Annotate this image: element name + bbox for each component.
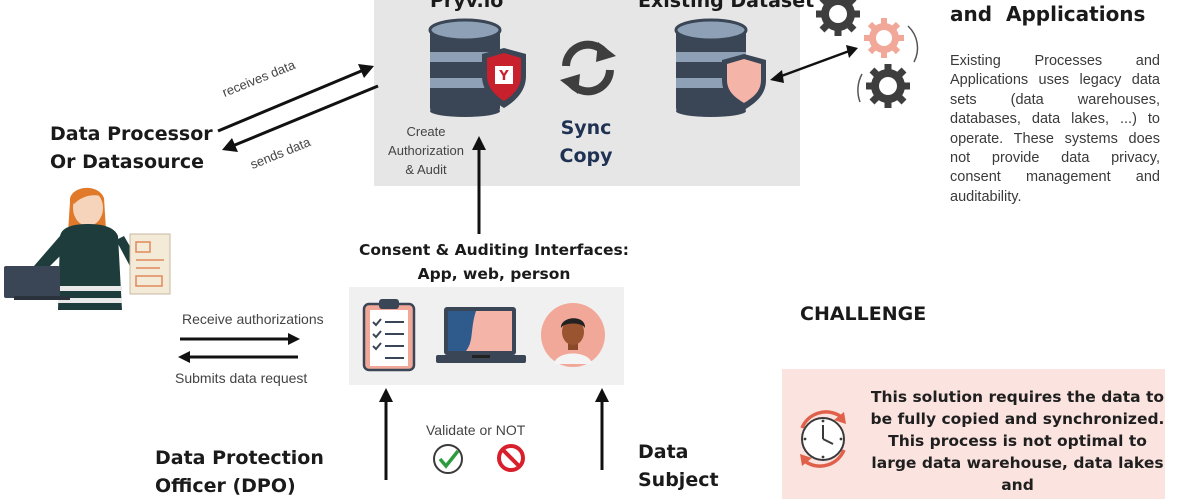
title-line: Data [638,441,689,463]
pryv-title: Pryv.io [430,0,504,12]
request-arrows [178,333,300,363]
create-authorization-caption: Create Authorization & Audit [378,122,474,179]
check-circle-icon [433,444,463,474]
title-line: Data Protection [155,447,324,469]
person-avatar-icon [541,303,605,367]
bidirectional-arrow [770,45,858,83]
caption-line: & Audit [405,162,447,177]
existing-database-icon [674,18,766,117]
svg-text:Y: Y [498,69,509,84]
title-line: Subject [638,469,719,491]
sync-line: Sync [560,117,612,139]
title-line: Data Processor [50,123,213,145]
prohibited-icon [497,444,525,472]
processes-description: Existing Processes and Applications uses… [950,53,1160,205]
validate-label: Validate or NOT [426,422,526,438]
upward-arrows [379,388,609,480]
submits-data-request-label: Submits data request [175,370,308,386]
challenge-heading: CHALLENGE [800,303,927,325]
sync-arrows-icon [560,40,616,96]
pryv-database-icon: Y [428,18,526,117]
data-processor-person-illustration [4,187,171,310]
clock-cycle-icon [800,410,846,468]
interfaces-to-pryv-arrow [472,136,486,234]
title-line: Consent & Auditing Interfaces: [359,241,629,259]
data-processor-title: Data Processor Or Datasource [50,120,213,176]
data-subject-title: Data Subject [638,438,719,494]
dpo-title: Data Protection Officer (DPO) [155,444,324,500]
title-line: Officer (DPO) [155,475,296,497]
challenge-box [782,369,1165,499]
checklist-icon [362,299,416,372]
processes-title: and Applications [950,2,1146,26]
receive-authorizations-label: Receive authorizations [182,311,324,327]
caption-line: Authorization [388,143,464,158]
laptop-icon [436,307,526,363]
title-line: App, web, person [417,265,571,283]
gears-icon [816,0,919,108]
title-line: Or Datasource [50,151,205,173]
data-flow-arrows [217,64,379,152]
caption-line: Create [406,124,446,139]
challenge-text: This solution requires the data to be fu… [870,388,1165,494]
interfaces-title: Consent & Auditing Interfaces: App, web,… [352,238,636,286]
sync-line: Copy [559,145,613,167]
sync-copy-label: Sync Copy [540,114,632,170]
existing-dataset-title: Existing Dataset [638,0,815,12]
